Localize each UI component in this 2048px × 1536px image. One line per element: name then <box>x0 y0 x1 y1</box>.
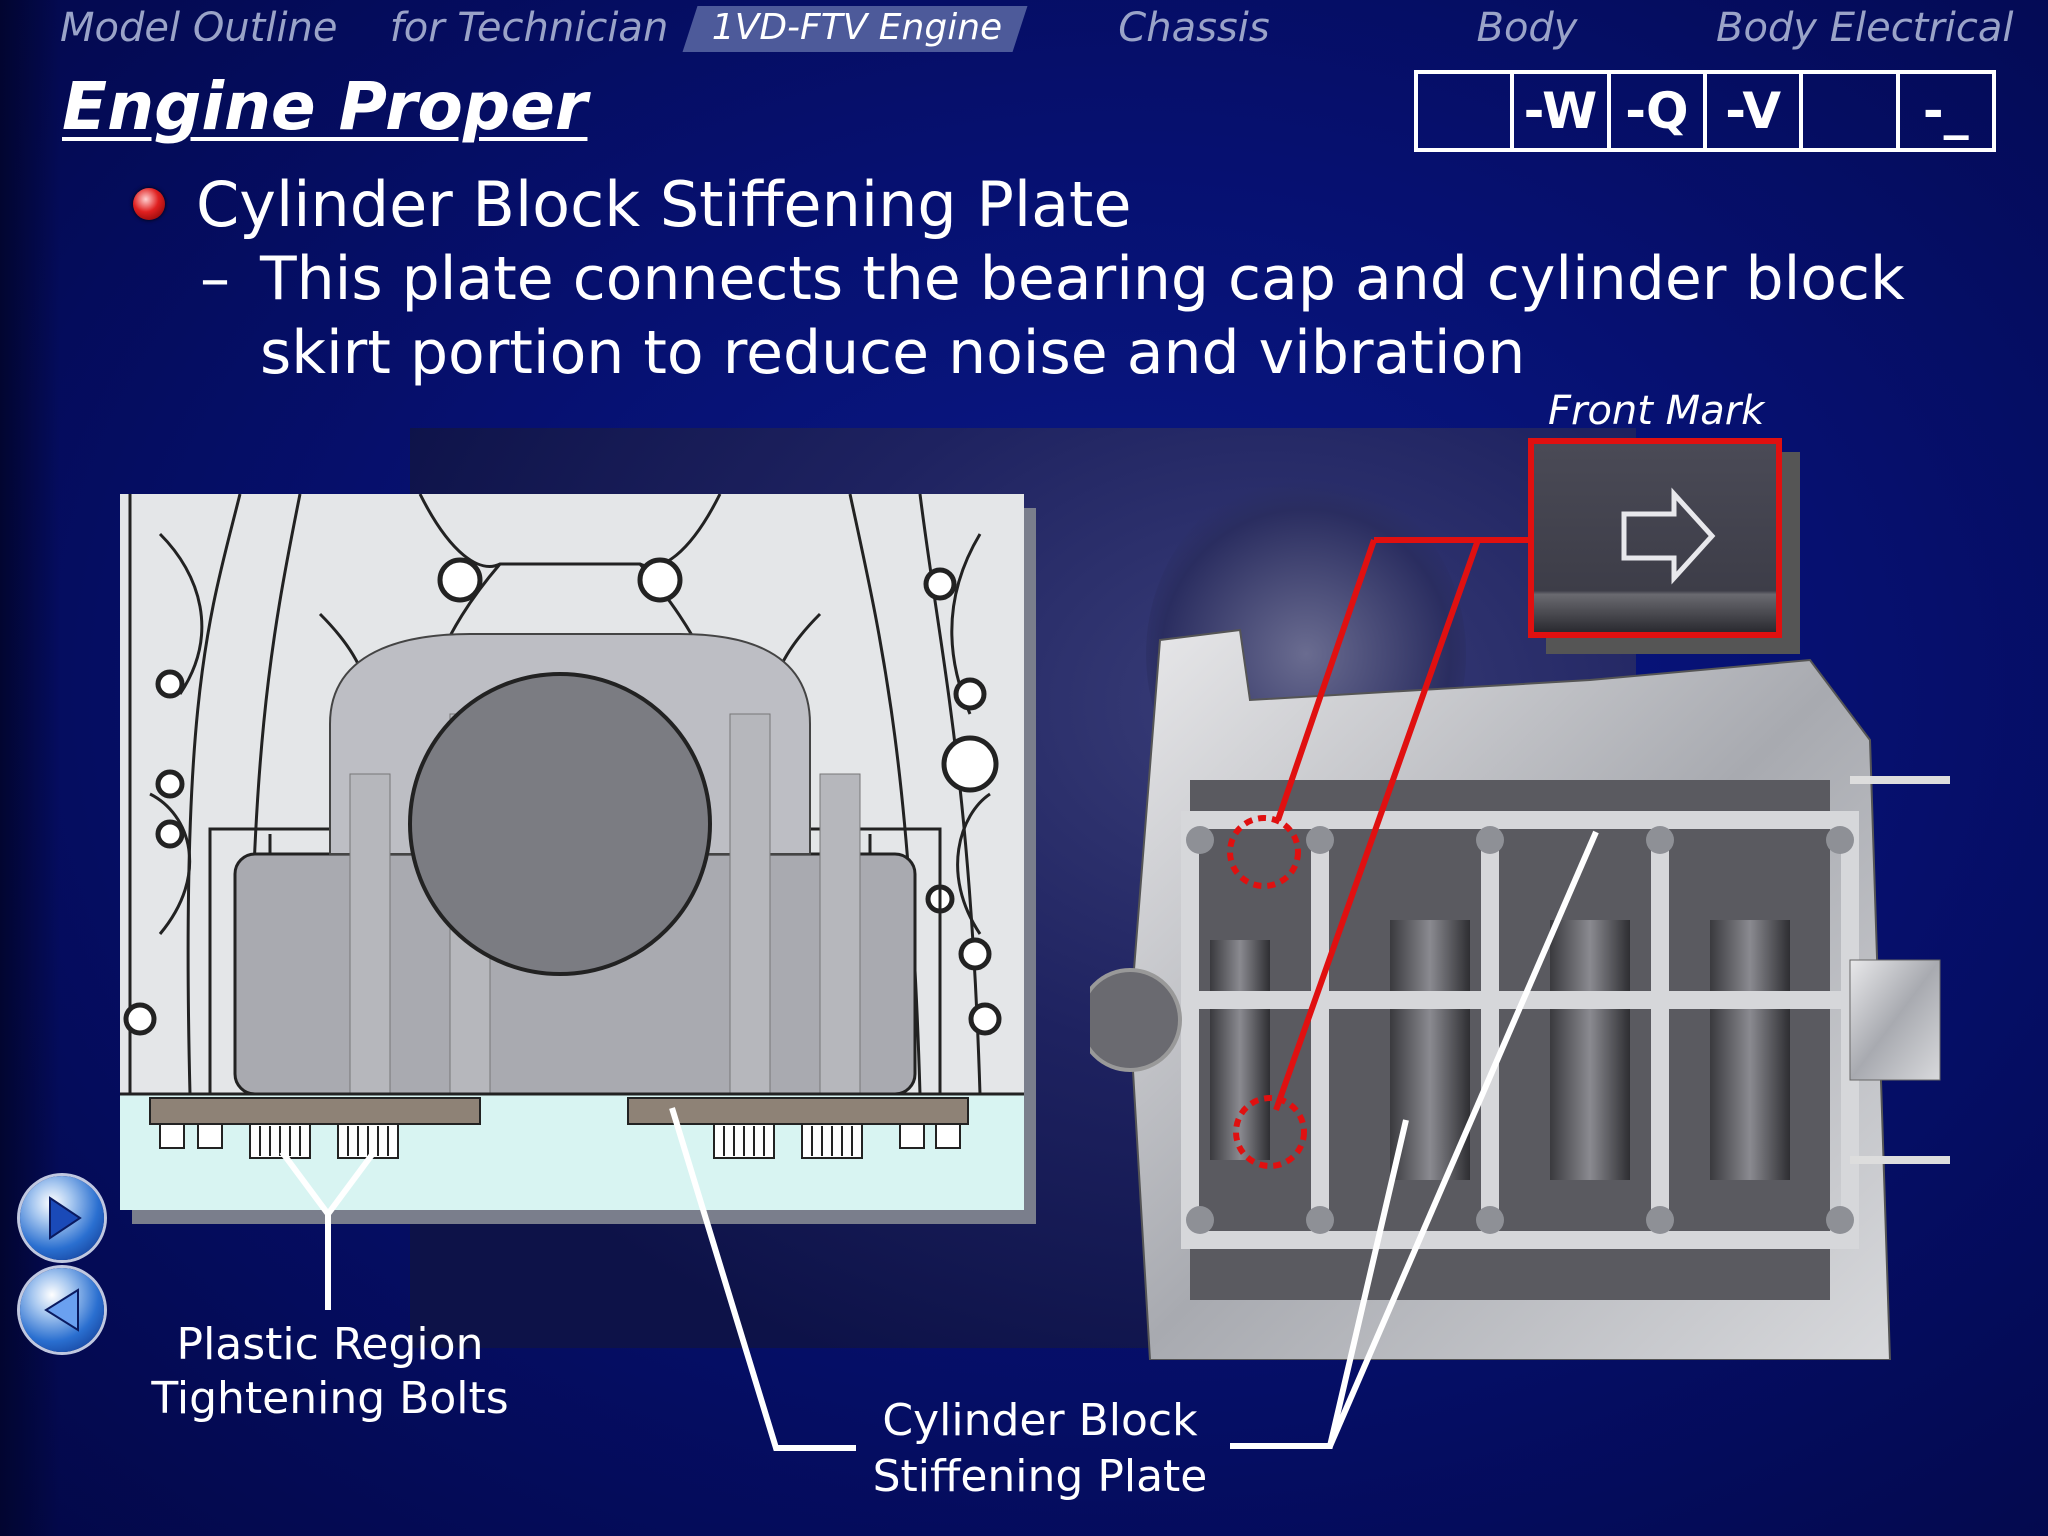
nav-chassis[interactable]: Chassis <box>1118 5 1270 51</box>
key-cell-w[interactable]: -W <box>1514 74 1611 148</box>
bolts-label-line-2: Tightening Bolts <box>151 1373 509 1424</box>
bullet-icon <box>133 188 165 220</box>
top-nav: Model Outline for Technician 1VD-FTV Eng… <box>0 0 2048 54</box>
key-cell-v[interactable]: -V <box>1707 74 1804 148</box>
engine-block-drawing <box>1078 628 1950 1361</box>
cross-section-drawing <box>120 494 1024 1210</box>
arrow-mark-icon <box>1621 487 1716 585</box>
key-cell-5[interactable] <box>1803 74 1900 148</box>
key-cell-1[interactable] <box>1418 74 1515 148</box>
nav-body-electrical[interactable]: Body Electrical <box>1716 5 2014 51</box>
nav-body[interactable]: Body <box>1476 5 1578 51</box>
key-cell-underscore[interactable]: -_ <box>1922 82 1969 140</box>
plate-label-line-1: Cylinder Block <box>882 1395 1198 1446</box>
front-mark-label: Front Mark <box>1548 388 1765 434</box>
bolts-label-line-1: Plastic Region <box>176 1319 484 1370</box>
plate-label-line-2: Stiffening Plate <box>872 1451 1208 1502</box>
nav-model-outline[interactable]: Model Outline <box>60 5 338 51</box>
sub-bullet-dash: – <box>200 244 230 314</box>
engine-block-photo <box>1078 620 1950 1361</box>
arrow-right-icon <box>49 1196 82 1240</box>
sub-bullet-line-1: This plate connects the bearing cap and … <box>260 244 1905 314</box>
front-mark-inset <box>1528 438 1782 638</box>
previous-slide-button[interactable] <box>20 1268 104 1352</box>
nav-1vd-ftv-engine[interactable]: 1VD-FTV Engine <box>711 7 1003 48</box>
arrow-left-icon <box>44 1288 79 1332</box>
page-title: Engine Proper <box>62 68 588 145</box>
cross-section-diagram <box>120 494 1024 1210</box>
key-cell-q[interactable]: -Q <box>1611 74 1707 148</box>
next-slide-button[interactable] <box>20 1176 104 1260</box>
sub-bullet-line-2: skirt portion to reduce noise and vibrat… <box>260 318 1526 388</box>
bullet-heading: Cylinder Block Stiffening Plate <box>196 168 1132 241</box>
key-box: -W -Q -V -_ <box>1414 70 1996 152</box>
nav-for-technician[interactable]: for Technician <box>389 5 669 51</box>
